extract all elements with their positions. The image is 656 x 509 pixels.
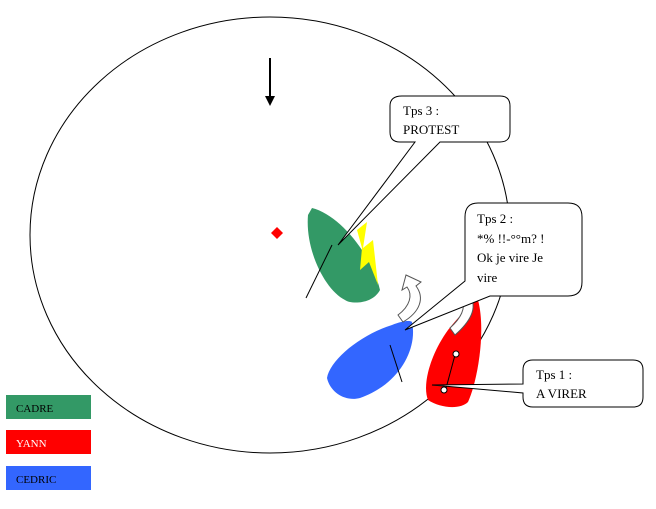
callout-tps2-line2: *% !!-°°m? ! [477,231,544,246]
boat-cadre [305,208,380,303]
callout-tps3-line1: Tps 3 : [403,103,439,118]
boat-cedric [327,321,414,399]
callout-tps3-line2: PROTEST [403,122,459,137]
callout-tps2-line3: Ok je vire Je [477,250,543,265]
mark-buoy [271,227,283,239]
turn-arrow-icon [397,274,422,323]
callout-tps1-line1: Tps 1 : [536,367,572,382]
legend-label-cedric: CEDRIC [16,474,56,486]
legend-label-yann: YANN [16,438,47,450]
legend-swatch-cadre [6,395,91,419]
legend-label-cadre: CADRE [16,403,54,415]
boat-yann [426,300,482,408]
callout-tps3: Tps 3 : PROTEST [337,95,511,246]
collision-lightning-icon [357,222,378,285]
callout-tps2-line1: Tps 2 : [477,211,513,226]
legend-swatch-yann [6,430,91,454]
legend: CADRE YANN CEDRIC [6,395,91,490]
wind-arrow-icon [265,58,275,106]
callout-tps2-line4: vire [477,270,497,285]
callout-tps1: Tps 1 : A VIRER [431,359,644,408]
callout-tps1-line2: A VIRER [536,386,587,401]
callout-tps2: Tps 2 : *% !!-°°m? ! Ok je vire Je vire [404,202,583,331]
legend-swatch-cedric [6,466,91,490]
